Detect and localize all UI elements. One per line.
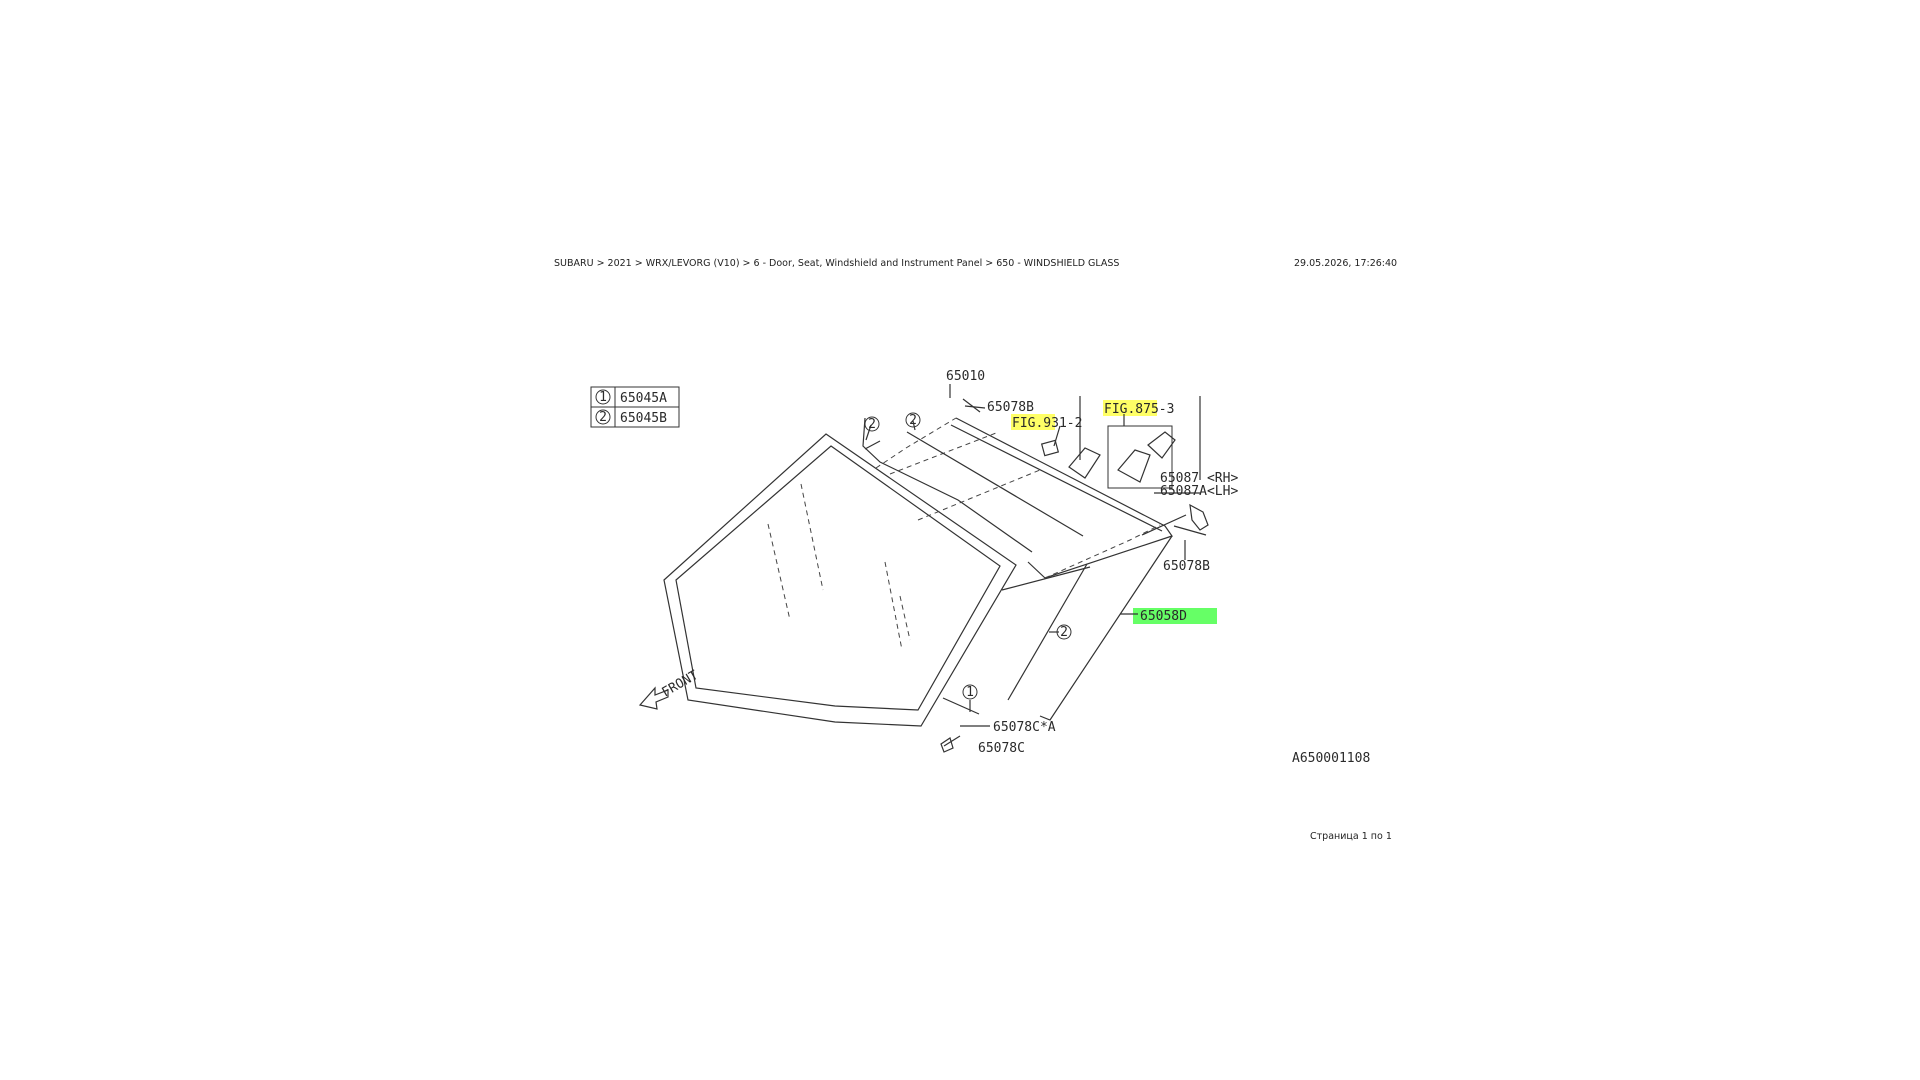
fig-931-highlight: [1011, 414, 1055, 430]
part-65078c-label: 65078C: [978, 741, 1025, 756]
legend-part-65045a: 65045A: [620, 391, 667, 406]
breadcrumb: SUBARU > 2021 > WRX/LEVORG (V10) > 6 - D…: [554, 258, 1120, 269]
marker-2-a: 2: [868, 417, 876, 432]
legend-table: 1 65045A 2 65045B: [590, 386, 680, 428]
part-65058d-label: 65058D: [1140, 609, 1187, 624]
legend-part-65045b: 65045B: [620, 411, 667, 426]
part-65058d-highlight: [1133, 608, 1217, 624]
fastener-part: [940, 737, 954, 753]
part-65078b-right-label: 65078B: [1163, 559, 1210, 574]
part-65078b-top-label: 65078B: [987, 400, 1034, 415]
diagram-id: A650001108: [1292, 751, 1370, 766]
marker-2-circle-b: [905, 412, 921, 428]
marker-2-b: 2: [909, 413, 917, 428]
windshield-glass: [663, 417, 1033, 727]
fig-875-highlight: [1103, 400, 1157, 416]
front-arrow-label: FRONT: [660, 668, 702, 701]
marker-1: 1: [966, 685, 974, 700]
fig-875-label: FIG.875-3: [1104, 402, 1174, 417]
part-65087-rh-label: 65087 <RH>: [1160, 471, 1238, 486]
molding-strips: [864, 398, 1207, 715]
ref-markers: 2 2 2 1: [864, 412, 1072, 700]
marker-2-circle-a: [864, 416, 880, 432]
marker-1-circle: [962, 684, 978, 700]
part-65078c-a-label: 65078C*A: [993, 720, 1056, 735]
front-arrow: FRONT: [638, 668, 702, 710]
rear-glass-panel: [875, 417, 1173, 721]
legend-marker-1: [595, 389, 611, 405]
page-number: Страница 1 по 1: [1310, 831, 1392, 842]
part-65010-label: 65010: [946, 369, 985, 384]
marker-2-c: 2: [1060, 625, 1068, 640]
legend-marker-2: [595, 409, 611, 425]
fig-931-label: FIG.931-2: [1012, 416, 1082, 431]
marker-2-circle-c: [1056, 624, 1072, 640]
leader-lines: [865, 384, 1201, 747]
part-65087a-lh-label: 65087A<LH>: [1160, 484, 1238, 499]
legend-marker-1-text: 1: [599, 390, 607, 405]
glass-reflection-lines: [767, 483, 911, 651]
timestamp: 29.05.2026, 17:26:40: [1294, 258, 1398, 269]
legend-marker-2-text: 2: [599, 410, 607, 425]
